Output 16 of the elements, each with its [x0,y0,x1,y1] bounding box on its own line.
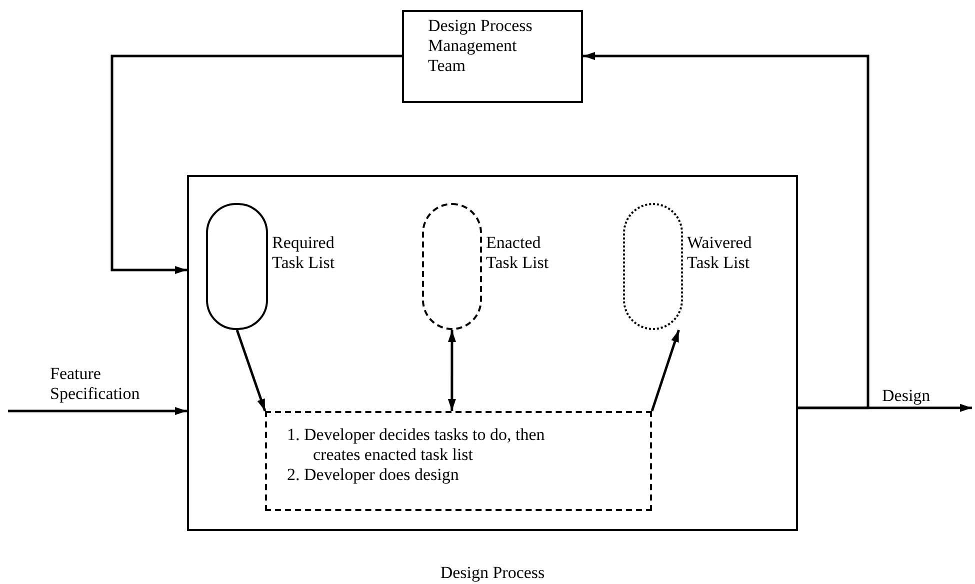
team-box [402,10,583,103]
task-list-label: Enacted Task List [486,233,550,273]
arrow [650,330,680,412]
arrow [448,330,456,411]
task-list-label: Required Task List [272,233,336,273]
arrow [8,407,187,416]
diagram-caption: Design Process [439,563,546,583]
box-text: Design Process Management Team [427,15,534,76]
arrow [236,330,266,412]
activity-box [265,411,652,511]
arrow [110,54,402,274]
step-text: 2. Developer does design [286,465,460,485]
task-list-label: Waivered Task List [687,233,753,273]
arrow [583,52,870,410]
arrow [798,404,972,412]
step-text: 1. Developer decides tasks to do, then creates enacted task list [286,425,546,465]
